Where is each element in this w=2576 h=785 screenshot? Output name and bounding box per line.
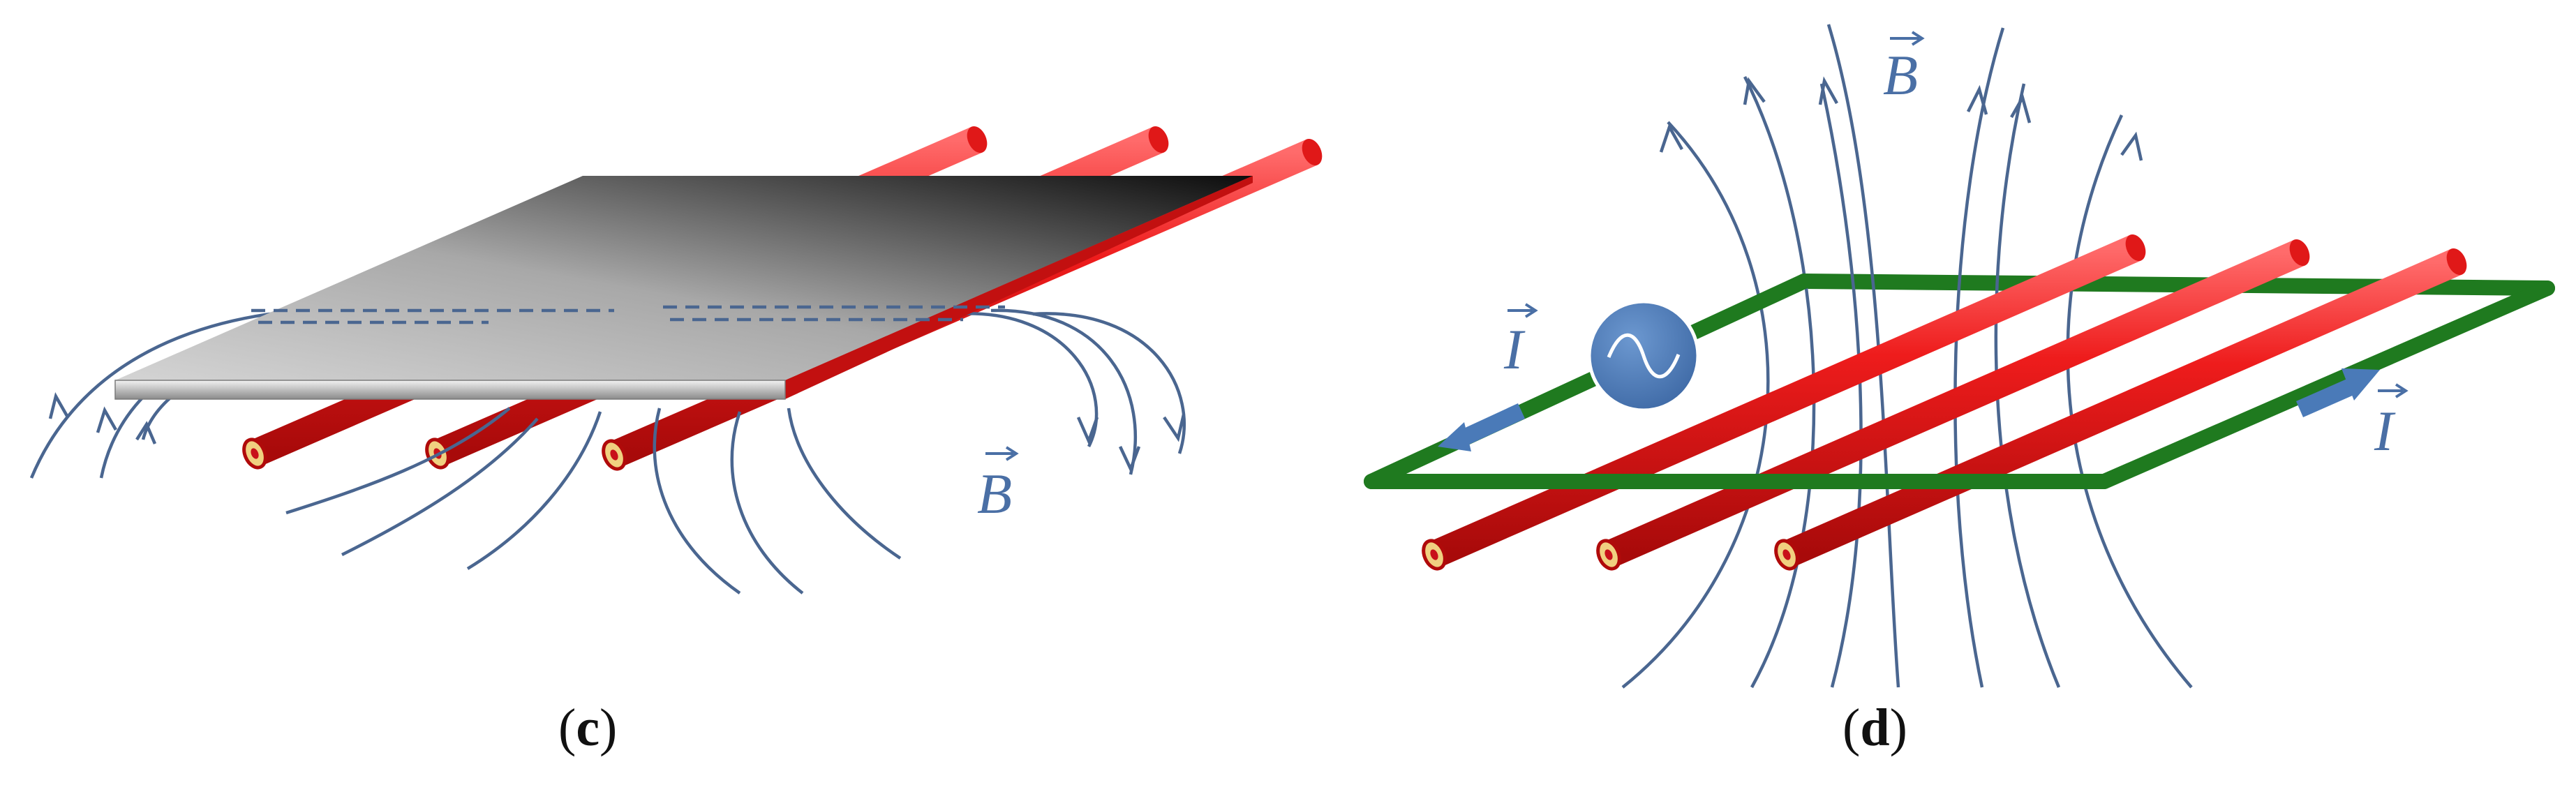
field-label-c: B bbox=[977, 446, 1019, 525]
panel-d: I I B (d) bbox=[1364, 24, 2555, 757]
rod-d-1 bbox=[1422, 234, 2146, 571]
field-lines-d bbox=[1621, 24, 2193, 689]
current-label-right: I bbox=[2374, 383, 2409, 463]
current-label-left: I bbox=[1503, 303, 1538, 381]
caption-d: (d) bbox=[1842, 698, 1907, 757]
rod-d-2 bbox=[1596, 239, 2310, 571]
ac-source-icon bbox=[1587, 299, 1700, 412]
svg-text:B: B bbox=[977, 462, 1012, 525]
current-arrow-right-icon bbox=[2296, 368, 2380, 417]
rod-d-3 bbox=[1774, 248, 2467, 571]
dashed-field-lines bbox=[251, 305, 1005, 324]
svg-text:I: I bbox=[1503, 317, 1526, 381]
current-arrow-left-icon bbox=[1438, 403, 1525, 451]
metal-plate bbox=[114, 176, 1253, 400]
field-label-d: B bbox=[1883, 31, 1925, 107]
rods-d bbox=[1422, 234, 2467, 571]
coil-loop-front bbox=[1364, 274, 2555, 489]
svg-text:B: B bbox=[1883, 43, 1918, 107]
svg-text:I: I bbox=[2374, 399, 2396, 463]
panel-c: B (c) bbox=[29, 126, 1323, 757]
caption-c: (c) bbox=[558, 698, 617, 757]
